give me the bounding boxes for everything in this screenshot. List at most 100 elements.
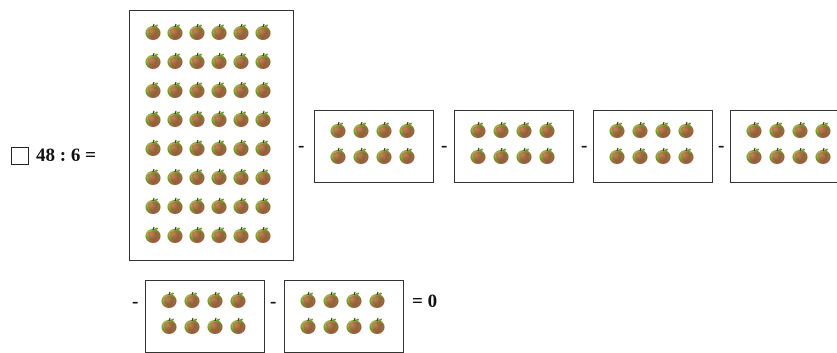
apple-icon — [166, 139, 184, 157]
equation-text: 48 : 6 = — [36, 145, 96, 166]
apple-icon — [188, 81, 206, 99]
apple-icon — [166, 52, 184, 70]
apple-icon — [352, 121, 370, 139]
apple-icon — [232, 23, 250, 41]
apple-icon — [254, 168, 272, 186]
apple-icon — [492, 147, 510, 165]
apple-icon — [375, 147, 393, 165]
apple-icon — [144, 226, 162, 244]
apple-icon — [345, 317, 363, 335]
apple-icon — [183, 317, 201, 335]
apple-icon — [345, 291, 363, 309]
total-apples-grid — [144, 23, 276, 255]
apple-icon — [677, 121, 695, 139]
apple-icon — [160, 291, 178, 309]
apple-icon — [254, 139, 272, 157]
apple-icon — [254, 226, 272, 244]
apple-icon — [144, 23, 162, 41]
apple-icon — [188, 197, 206, 215]
apple-icon — [232, 81, 250, 99]
group-frame — [730, 110, 837, 183]
apple-icon — [166, 226, 184, 244]
apple-icon — [329, 121, 347, 139]
apple-icon — [160, 317, 178, 335]
apple-icon — [210, 52, 228, 70]
apple-icon — [188, 139, 206, 157]
apple-icon — [210, 139, 228, 157]
apple-icon — [745, 121, 763, 139]
apple-icon — [352, 147, 370, 165]
apple-icon — [791, 121, 809, 139]
minus-sign: - — [132, 291, 139, 312]
apple-icon — [166, 110, 184, 128]
apple-icon — [144, 52, 162, 70]
apple-icon — [232, 139, 250, 157]
apple-icon — [492, 121, 510, 139]
group-apples-grid — [608, 121, 700, 173]
minus-sign: - — [718, 135, 725, 156]
apple-icon — [322, 291, 340, 309]
apple-icon — [210, 197, 228, 215]
apple-icon — [398, 121, 416, 139]
apple-icon — [210, 110, 228, 128]
group-frame — [314, 110, 434, 183]
apple-icon — [210, 81, 228, 99]
apple-icon — [206, 317, 224, 335]
apple-icon — [538, 147, 556, 165]
apple-icon — [375, 121, 393, 139]
apple-icon — [768, 147, 786, 165]
apple-icon — [745, 147, 763, 165]
apple-icon — [322, 317, 340, 335]
apple-icon — [631, 147, 649, 165]
apple-icon — [254, 23, 272, 41]
apple-icon — [368, 291, 386, 309]
apple-icon — [210, 226, 228, 244]
apple-icon — [210, 168, 228, 186]
apple-icon — [188, 23, 206, 41]
apple-icon — [229, 291, 247, 309]
apple-icon — [469, 147, 487, 165]
group-apples-grid — [299, 291, 391, 343]
apple-icon — [791, 147, 809, 165]
apple-icon — [166, 168, 184, 186]
group-apples-grid — [160, 291, 252, 343]
group-apples-grid — [469, 121, 561, 173]
group-frame — [454, 110, 574, 183]
total-apples-frame — [129, 10, 294, 261]
answer-checkbox[interactable] — [11, 147, 29, 165]
apple-icon — [188, 226, 206, 244]
apple-icon — [183, 291, 201, 309]
apple-icon — [166, 23, 184, 41]
apple-icon — [254, 197, 272, 215]
apple-icon — [608, 147, 626, 165]
apple-icon — [398, 147, 416, 165]
apple-icon — [206, 291, 224, 309]
apple-icon — [299, 317, 317, 335]
apple-icon — [144, 197, 162, 215]
apple-icon — [677, 147, 695, 165]
apple-icon — [515, 121, 533, 139]
apple-icon — [232, 197, 250, 215]
apple-icon — [166, 197, 184, 215]
apple-icon — [144, 81, 162, 99]
apple-icon — [538, 121, 556, 139]
apple-icon — [329, 147, 347, 165]
apple-icon — [144, 168, 162, 186]
apple-icon — [232, 226, 250, 244]
apple-icon — [768, 121, 786, 139]
apple-icon — [814, 147, 832, 165]
apple-icon — [229, 317, 247, 335]
apple-icon — [144, 110, 162, 128]
apple-icon — [232, 110, 250, 128]
apple-icon — [608, 121, 626, 139]
apple-icon — [188, 52, 206, 70]
apple-icon — [254, 81, 272, 99]
apple-icon — [515, 147, 533, 165]
group-frame — [145, 280, 265, 353]
apple-icon — [814, 121, 832, 139]
apple-icon — [299, 291, 317, 309]
group-apples-grid — [745, 121, 837, 173]
result-text: = 0 — [412, 291, 438, 312]
apple-icon — [631, 121, 649, 139]
group-frame — [284, 280, 404, 353]
